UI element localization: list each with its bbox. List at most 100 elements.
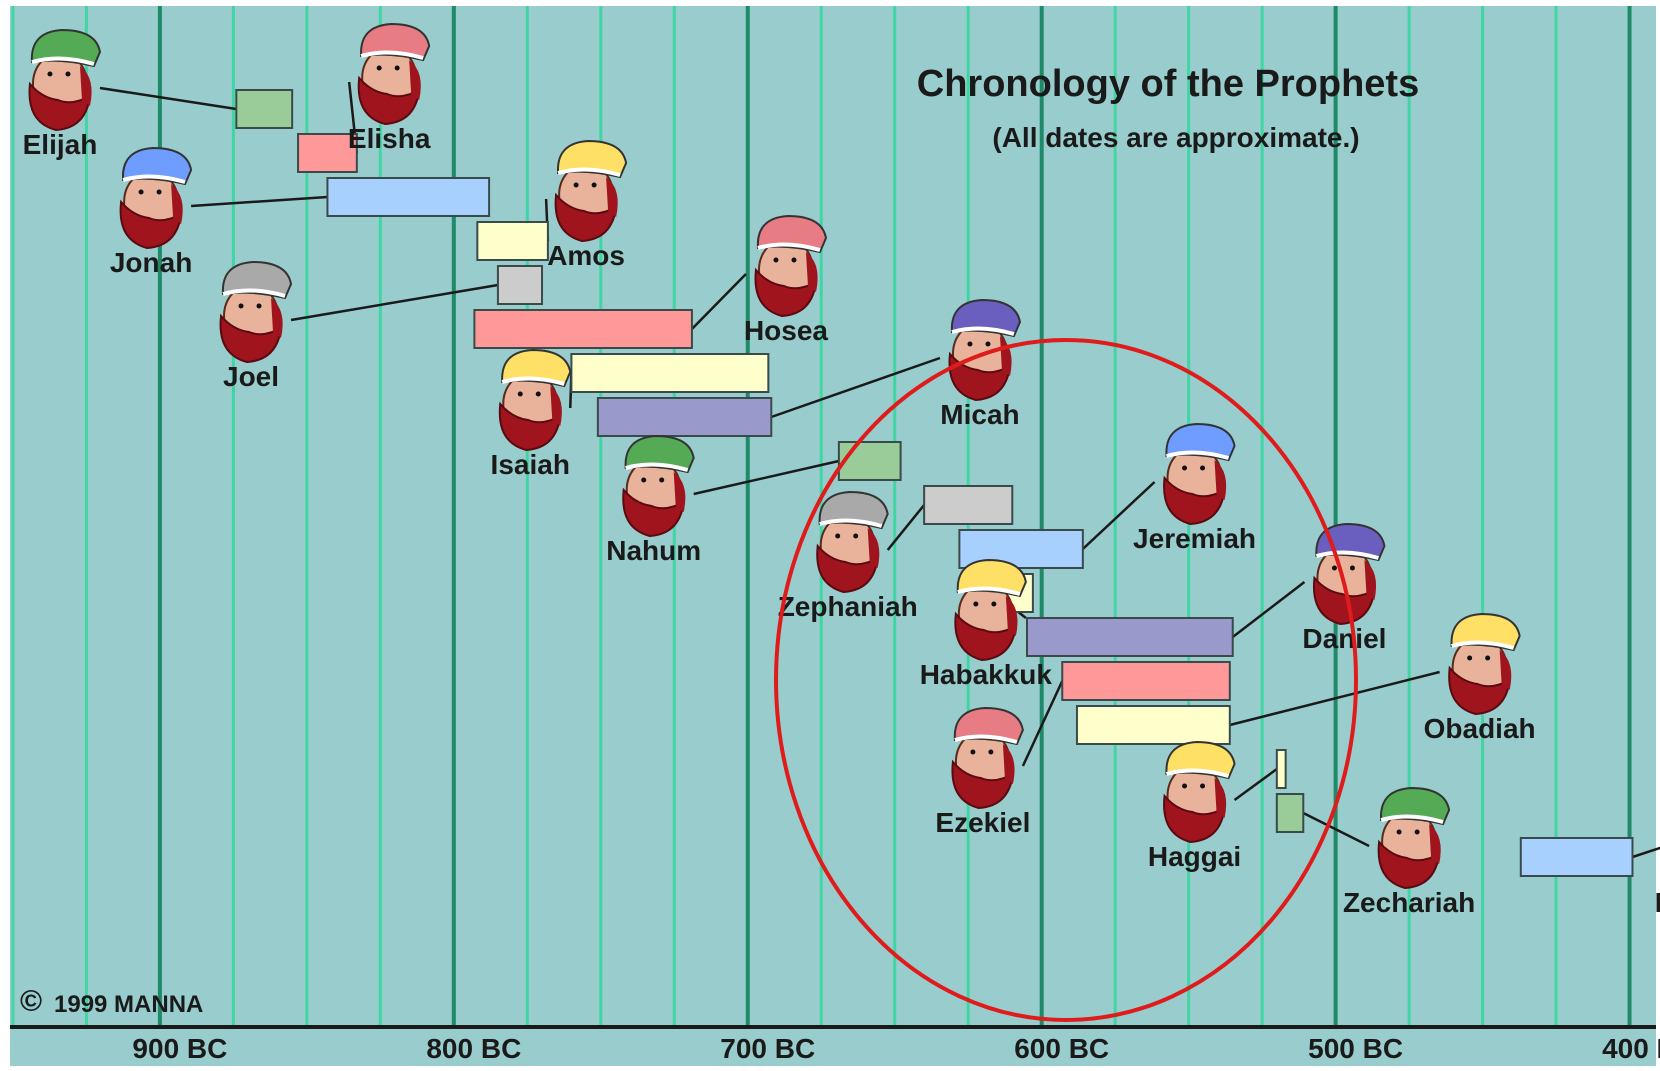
prophet-head-elijah [28,28,102,132]
tick-label: 500 BC [1308,1033,1403,1064]
label-daniel: Daniel [1302,623,1386,654]
bar-amos [476,221,549,261]
prophet-head-amos [554,139,628,243]
hair-shape [1429,824,1441,864]
hat-band [951,326,1015,336]
prophet-heads [28,22,1521,890]
connector-elijah [99,86,237,111]
eye-shape [138,189,144,195]
copyright: © 1999 MANNA [20,985,203,1018]
hair-shape [79,66,92,106]
hat-band [1315,550,1380,560]
hair-shape [1214,778,1227,818]
prophet-head-joel [219,260,293,364]
connector-malachi [1632,846,1660,859]
eye-shape [970,749,976,755]
eye-shape [1331,565,1337,571]
hat-band [954,734,1018,744]
label-malachi: Malachi [1655,887,1660,918]
tick-label: 700 BC [720,1033,815,1064]
bar-zephaniah [923,485,1014,525]
label-ezekiel: Ezekiel [935,807,1030,838]
label-haggai: Haggai [1148,841,1241,872]
eye-shape [988,749,994,755]
hat-band [1380,814,1444,824]
hat-band [1165,450,1230,460]
bar-joel [496,265,544,305]
connector-hosea [691,273,747,330]
eye-shape [47,71,53,77]
label-elijah: Elijah [23,129,98,160]
eye-shape [591,182,597,188]
hair-shape [1002,744,1015,784]
hat-band [757,242,821,252]
eye-shape [394,65,400,71]
bar-hosea [473,309,693,349]
hair-shape [999,336,1012,376]
connector-joel [290,283,499,322]
eye-shape [1485,655,1491,661]
hat-band [1451,640,1515,650]
highlight-circle [774,338,1358,1022]
prophet-head-zechariah [1377,786,1451,890]
tick-label: 400 BC [1602,1033,1660,1064]
connector-jeremiah [1081,481,1156,550]
hair-shape [1499,650,1512,690]
bar-micah [596,397,773,437]
prophet-head-jonah [119,146,193,250]
prophet-head-zephaniah [816,490,889,594]
prophet-head-elisha [357,22,431,126]
bar-obadiah [1075,705,1231,745]
connector-ezekiel [1021,680,1064,767]
connector-haggai [1233,767,1278,802]
eye-shape [991,601,997,607]
hair-shape [550,386,562,426]
hair-shape [1214,460,1227,500]
connector-obadiah [1229,670,1440,727]
eye-shape [967,341,973,347]
hair-shape [409,60,421,100]
eye-shape [1349,565,1355,571]
connector-zephaniah [886,504,926,551]
prophet-head-obadiah [1448,612,1521,716]
label-micah: Micah [940,399,1019,430]
eye-shape [256,303,262,309]
bar-zechariah [1275,793,1305,833]
prophet-head-jeremiah [1163,422,1236,526]
eye-shape [376,65,382,71]
eye-shape [1414,829,1420,835]
prophet-head-ezekiel [951,706,1024,810]
tick-label: 800 BC [426,1033,521,1064]
label-hosea: Hosea [744,315,828,346]
bar-jonah [326,177,491,217]
prophet-head-isaiah [498,348,572,452]
prophet-head-haggai [1163,740,1236,844]
bar-malachi [1519,837,1634,877]
label-amos: Amos [547,240,625,271]
bar-nahum [837,441,902,481]
eye-shape [1396,829,1402,835]
label-habakkuk: Habakkuk [920,659,1053,690]
label-obadiah: Obadiah [1424,713,1536,744]
hair-shape [271,298,283,338]
hair-shape [867,528,880,568]
eye-shape [1182,783,1188,789]
eye-shape [791,257,797,263]
eye-shape [641,477,647,483]
hat-band [557,167,621,177]
bar-elijah [235,89,294,129]
bar-haggai [1275,749,1287,789]
connector-zechariah [1302,811,1370,848]
label-joel: Joel [223,361,279,392]
connector-micah [770,356,941,419]
prophet-head-habakkuk [954,558,1027,662]
connector-nahum [693,459,840,496]
hair-shape [805,252,818,292]
hat-band [957,586,1021,596]
hair-shape [1364,560,1377,600]
label-zechariah: Zechariah [1343,887,1475,918]
prophet-head-micah [948,298,1021,402]
